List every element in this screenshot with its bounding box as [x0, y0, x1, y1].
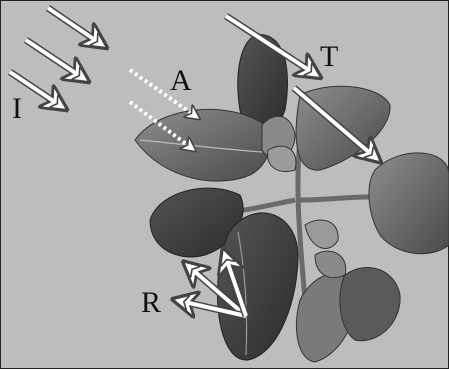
absorbed-label: A [170, 66, 192, 96]
incident-label: I [12, 94, 22, 124]
transmitted-label: T [320, 42, 338, 72]
reflected-label: R [141, 288, 161, 318]
